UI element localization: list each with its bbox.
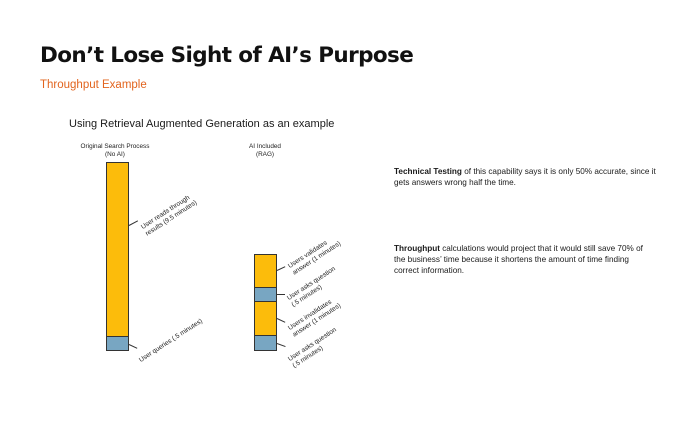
bar-segment-asks-question-1 <box>254 287 277 302</box>
column-label-no-ai-line1: Original Search Process <box>80 143 150 150</box>
note-throughput-text: calculations would project that it would… <box>394 244 643 275</box>
column-label-rag: AI Included (RAG) <box>225 143 305 159</box>
note-technical-testing-text: of this capability says it is only 50% a… <box>394 167 656 187</box>
bar-segment-user-queries <box>106 336 129 351</box>
bar-segment-invalidates-answer <box>254 301 277 336</box>
note-technical-testing: Technical Testing of this capability say… <box>394 166 656 188</box>
column-label-rag-line1: AI Included <box>249 143 281 150</box>
annotation-user-queries: User queries (.5 minutes) <box>138 318 204 365</box>
note-technical-testing-bold: Technical Testing <box>394 167 462 176</box>
note-throughput: Throughput calculations would project th… <box>394 243 656 276</box>
diagram-heading: Using Retrieval Augmented Generation as … <box>69 118 335 130</box>
column-label-no-ai: Original Search Process (No AI) <box>64 143 166 159</box>
column-label-no-ai-line2: (No AI) <box>105 151 125 158</box>
leader-line-asks-1 <box>277 294 285 295</box>
bar-segment-validates-answer <box>254 254 277 288</box>
annotation-user-reads-results: User reads through results (9.5 minutes) <box>140 192 199 238</box>
column-label-rag-line2: (RAG) <box>255 151 275 158</box>
leader-line-invalidates <box>276 318 286 323</box>
leader-line-validates <box>276 266 286 271</box>
annotation-user-queries-line1: User queries (.5 minutes) <box>138 317 204 364</box>
page-subtitle: Throughput Example <box>40 79 147 91</box>
bar-segment-user-reads-results <box>106 162 129 337</box>
leader-line-queries <box>128 344 138 349</box>
page-title: Don’t Lose Sight of AI’s Purpose <box>40 43 414 68</box>
bar-segment-asks-question-2 <box>254 335 277 351</box>
note-throughput-bold: Throughput <box>394 244 440 253</box>
leader-line-reads <box>128 220 139 226</box>
leader-line-asks-2 <box>276 343 286 348</box>
